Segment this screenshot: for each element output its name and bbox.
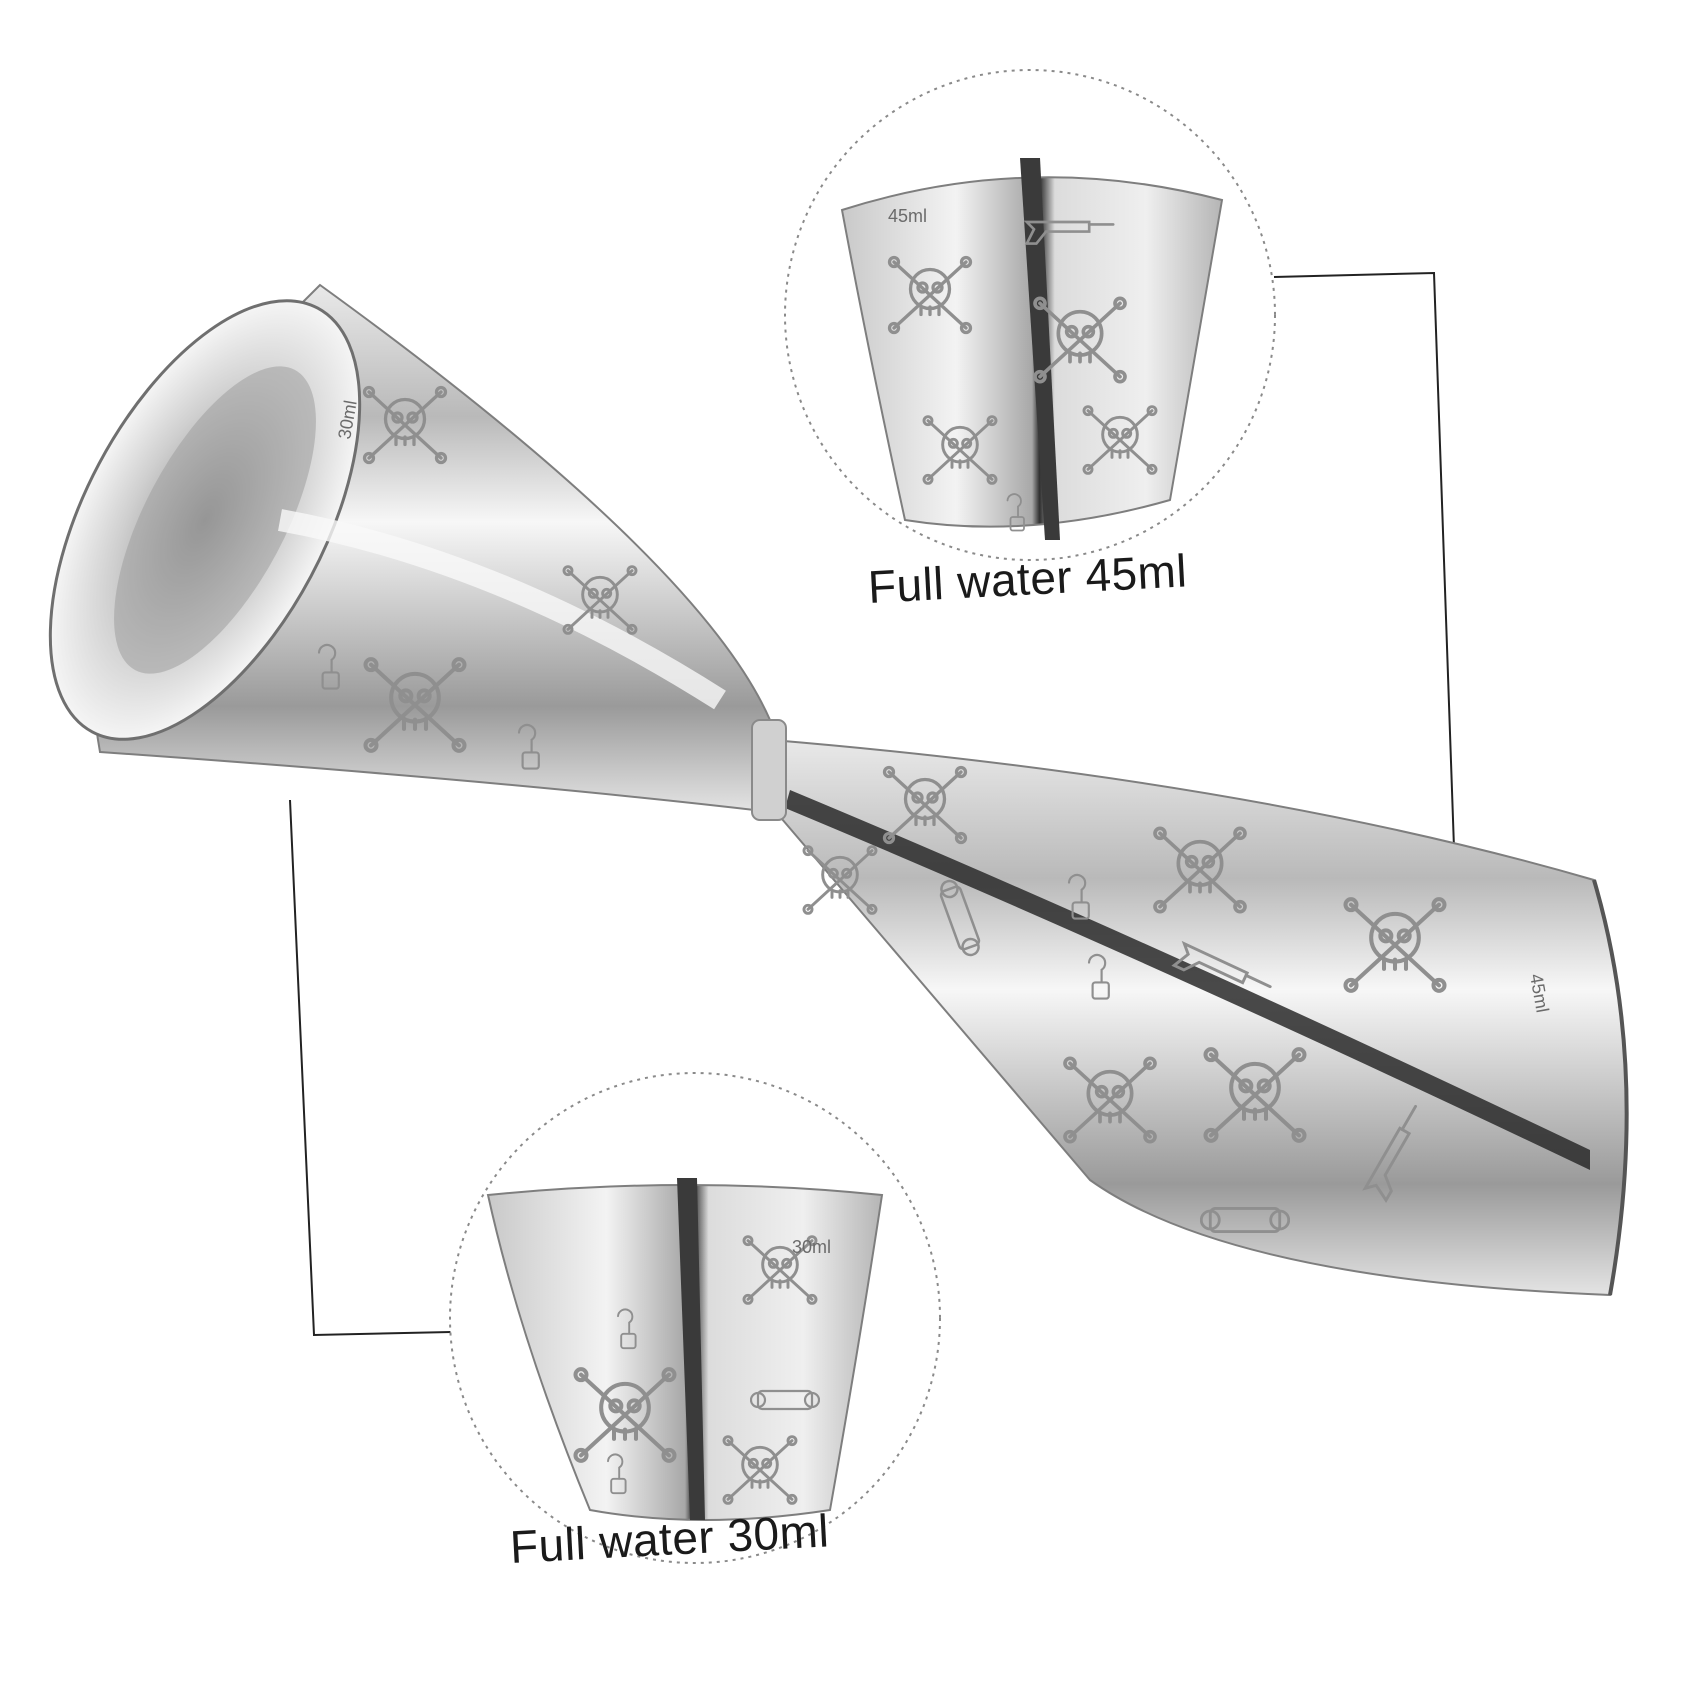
- inset-30ml: 30ml: [449, 1072, 941, 1564]
- inset-45ml: 45ml: [784, 69, 1276, 561]
- leader-lines: [289, 271, 1455, 1337]
- etched-45ml-inset: 45ml: [888, 206, 927, 226]
- waist-band: [751, 719, 787, 821]
- large-cone: [770, 738, 1629, 1297]
- small-cone: [48, 283, 774, 814]
- etched-30ml-inset: 30ml: [792, 1237, 831, 1257]
